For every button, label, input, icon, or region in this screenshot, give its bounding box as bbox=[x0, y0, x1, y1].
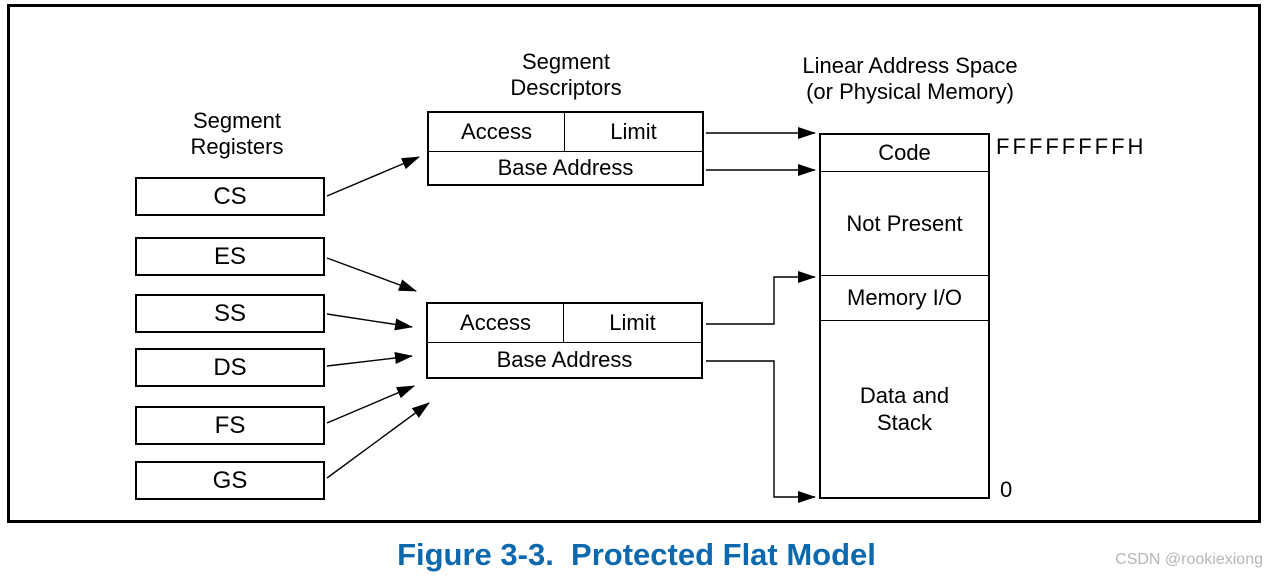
register-label-ss: SS bbox=[213, 299, 246, 327]
segment-registers-heading-line2: Registers bbox=[190, 134, 284, 159]
register-box-gs: GS bbox=[135, 461, 325, 500]
segment-descriptors-heading: Segment Descriptors bbox=[476, 49, 656, 101]
register-label-cs: CS bbox=[213, 182, 247, 210]
memory-section-memory-io: Memory I/O bbox=[821, 276, 988, 321]
register-label-gs: GS bbox=[212, 466, 248, 494]
descriptor1-base-address-cell: Base Address bbox=[497, 154, 634, 180]
segment-descriptors-heading-line1: Segment bbox=[521, 49, 611, 74]
figure-caption: Figure 3-3. Protected Flat Model bbox=[397, 537, 876, 572]
register-box-ss: SS bbox=[135, 294, 325, 333]
register-box-ds: DS bbox=[135, 348, 325, 387]
segment-descriptor-table-1: Access Limit Base Address bbox=[427, 111, 704, 186]
figure-border bbox=[7, 4, 1261, 523]
data-and-stack-line1: Data and bbox=[859, 383, 950, 408]
linear-address-space-box: Code Not Present Memory I/O Data and Sta… bbox=[819, 133, 990, 499]
register-label-es: ES bbox=[213, 242, 246, 270]
descriptor1-row-access-limit: Access Limit bbox=[429, 113, 702, 152]
register-label-fs: FS bbox=[214, 411, 246, 439]
segment-registers-heading-line1: Segment bbox=[192, 108, 282, 133]
linear-address-space-heading-line1: Linear Address Space bbox=[802, 53, 1018, 78]
segment-descriptors-heading-line2: Descriptors bbox=[510, 75, 622, 100]
linear-address-space-heading-line2: (or Physical Memory) bbox=[806, 79, 1014, 104]
register-box-fs: FS bbox=[135, 406, 325, 445]
descriptor2-base-address-cell: Base Address bbox=[496, 346, 633, 372]
memory-section-not-present: Not Present bbox=[821, 172, 988, 276]
descriptor2-row-access-limit: Access Limit bbox=[428, 304, 701, 343]
linear-address-space-heading: Linear Address Space (or Physical Memory… bbox=[750, 53, 1070, 105]
register-label-ds: DS bbox=[213, 353, 247, 381]
watermark-text: CSDN @rookiexiong bbox=[1115, 551, 1263, 568]
register-box-es: ES bbox=[135, 237, 325, 276]
data-and-stack-line2: Stack bbox=[876, 410, 933, 435]
memory-section-code: Code bbox=[821, 135, 988, 172]
segment-registers-heading: Segment Registers bbox=[147, 108, 327, 160]
bottom-address-label: 0 bbox=[1000, 477, 1013, 502]
descriptor1-limit-cell: Limit bbox=[610, 118, 657, 144]
descriptor2-limit-cell: Limit bbox=[609, 309, 656, 335]
descriptor2-access-cell: Access bbox=[428, 304, 564, 342]
memory-section-data-and-stack: Data and Stack bbox=[821, 321, 988, 497]
register-box-cs: CS bbox=[135, 177, 325, 216]
top-address-label: FFFFFFFFH bbox=[996, 134, 1147, 159]
descriptor1-access-cell: Access bbox=[429, 113, 565, 151]
segment-descriptor-table-2: Access Limit Base Address bbox=[426, 302, 703, 379]
